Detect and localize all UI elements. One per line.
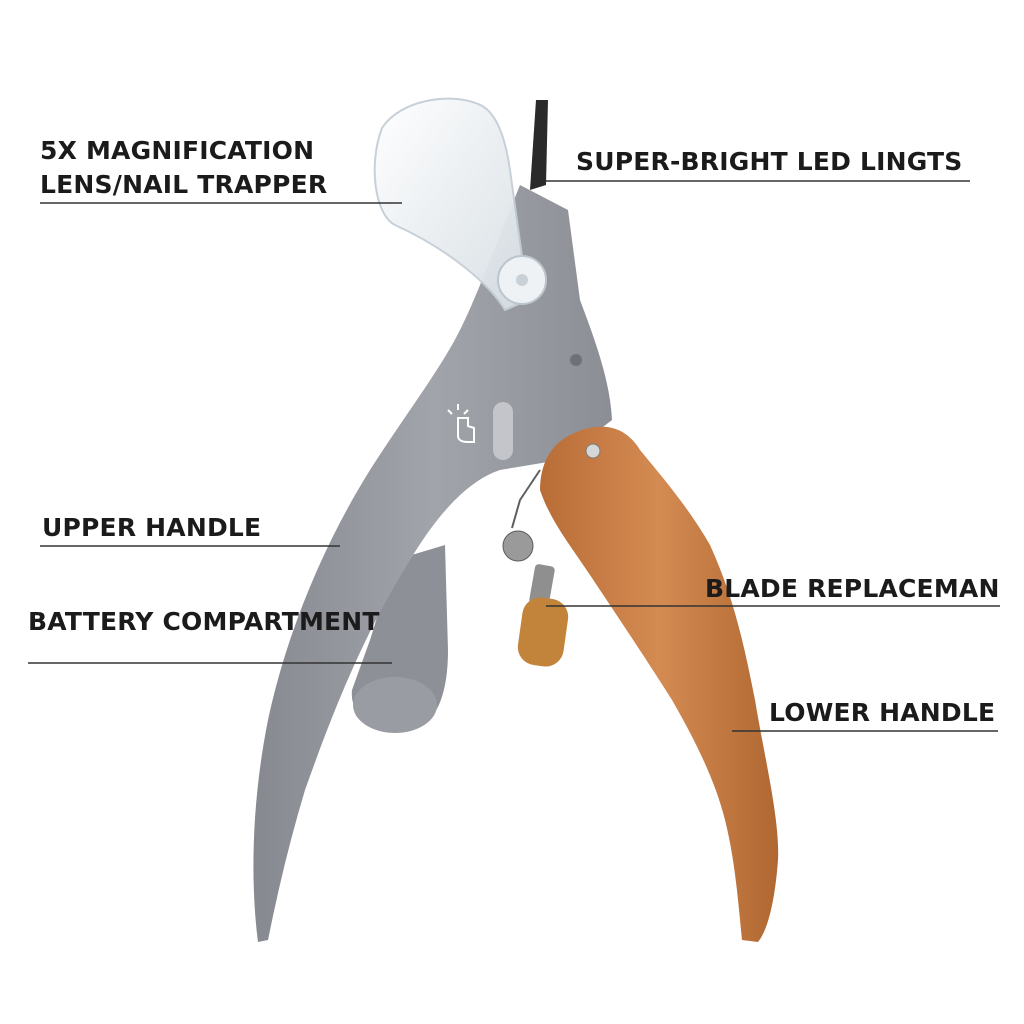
led-light-tip [530, 100, 548, 190]
lower-handle-label: LOWER HANDLE [769, 698, 996, 727]
magnification-label-line2: LENS/NAIL TRAPPER [40, 170, 328, 199]
blade-replacement-label: BLADE REPLACEMAN [705, 574, 1000, 603]
hand-icon [447, 404, 475, 443]
spring-ball [502, 530, 534, 562]
led-lights-label: SUPER-BRIGHT LED LINGTS [576, 147, 963, 176]
magnification-lens [373, 97, 530, 312]
magnification-label-line1: 5X MAGNIFICATION [40, 136, 315, 165]
lower-handle [540, 426, 779, 942]
battery-cap [353, 677, 437, 733]
battery-compartment-label: BATTERY COMPARTMENT [28, 607, 380, 636]
replacement-blade [529, 564, 555, 606]
leader-lines [28, 180, 1000, 732]
magnification-lens-label: 5X MAGNIFICATION LENS/NAIL TRAPPER [40, 134, 327, 202]
upper-handle [253, 185, 612, 942]
spring-wire [511, 469, 541, 529]
blade-cap [517, 597, 569, 667]
pivot-screw [585, 443, 601, 459]
body-hole [570, 354, 582, 366]
led-button [493, 402, 513, 460]
upper-handle-label: UPPER HANDLE [42, 513, 262, 542]
